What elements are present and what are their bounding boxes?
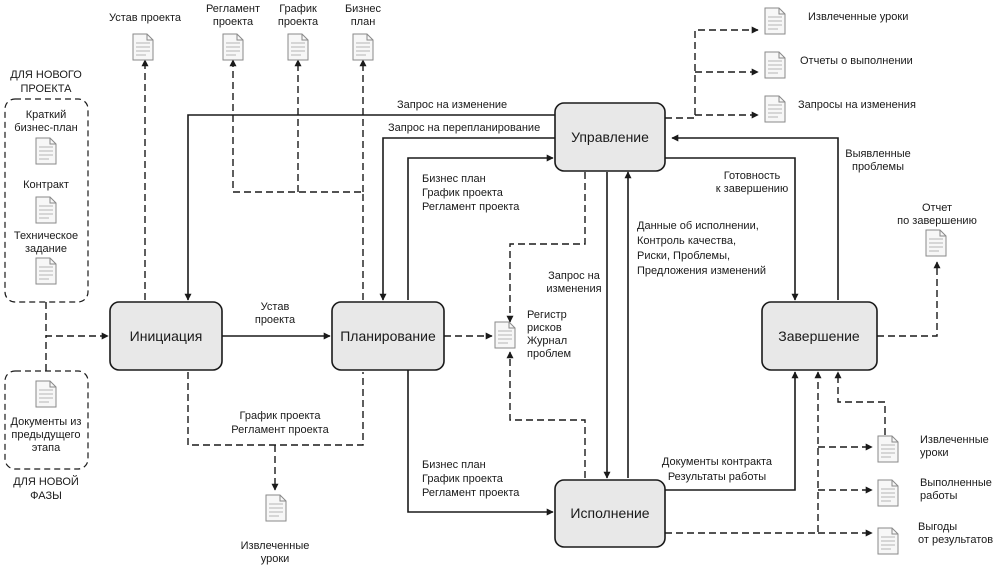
- initiation-label: Инициация: [130, 328, 203, 344]
- works-label-line-2: работы: [920, 490, 957, 502]
- process-execution[interactable]: Исполнение: [554, 479, 666, 548]
- exec-data-label-line-2: Контроль качества,: [637, 235, 736, 247]
- reports-label: Отчеты о выполнении: [800, 55, 913, 67]
- new-phase-label-line-1: ДЛЯ НОВОЙ: [13, 475, 79, 488]
- prev-docs-label-line-1: Документы из: [11, 416, 82, 428]
- lessons-bottom-label-line-2: уроки: [920, 447, 949, 459]
- bottom-lessons-doc-icon: [265, 494, 287, 522]
- schedule-doc-label-line-2: проекта: [278, 16, 319, 28]
- business-plan-doc-label-line-1: Бизнес: [345, 3, 382, 15]
- charter-doc-icon: [132, 33, 154, 61]
- new-project-group: [4, 98, 89, 303]
- spec-label-line-2: задание: [25, 243, 67, 255]
- register-label-line-3: Журнал: [527, 335, 567, 347]
- process-initiation[interactable]: Инициация: [109, 301, 223, 371]
- benefits-label-line-2: от результатов: [918, 534, 993, 546]
- closing-report-label-line-1: Отчет: [922, 202, 952, 214]
- reports-doc-icon: [764, 51, 786, 79]
- labels: ДЛЯ НОВОГО ПРОЕКТА ДЛЯ НОВОЙ ФАЗЫ Краткийбиз…: [10, 3, 993, 565]
- charter-flow-label-line-2: проекта: [255, 314, 296, 326]
- brief-plan-label-line-1: Краткий: [26, 109, 67, 121]
- register-doc-icon: [494, 321, 516, 349]
- planning-label: Планирование: [340, 328, 436, 344]
- business-plan-doc-icon: [352, 33, 374, 61]
- charter-flow-label-line-1: Устав: [261, 301, 290, 313]
- prev-docs-label-line-3: этапа: [32, 442, 61, 454]
- solid-flows: [184, 114, 839, 516]
- register-label-line-2: рисков: [527, 322, 562, 334]
- issues-label-line-2: проблемы: [852, 161, 904, 173]
- spec-label-line-1: Техническое: [14, 230, 78, 242]
- issues-label-line-1: Выявленные: [845, 148, 911, 160]
- contract-docs-label-line-1: Документы контракта: [662, 456, 773, 468]
- benefits-label-line-1: Выгоды: [918, 521, 957, 533]
- plan-to-mgmt-label-line-1: Бизнес план: [422, 173, 486, 185]
- works-label-line-1: Выполненные: [920, 477, 992, 489]
- schedule-doc-icon: [287, 33, 309, 61]
- bottom-lessons-label-line-2: уроки: [261, 553, 290, 565]
- replan-request-label: Запрос на перепланирование: [388, 122, 540, 134]
- prev-docs-doc-icon: [35, 380, 57, 408]
- exec-data-label-line-3: Риски, Проблемы,: [637, 250, 730, 262]
- closing-label: Завершение: [778, 328, 860, 344]
- bottom-lessons-label-line-1: Извлеченные: [241, 540, 310, 552]
- regulations-doc-label-line-1: Регламент: [206, 3, 260, 15]
- exec-data-label-line-1: Данные об исполнении,: [637, 220, 759, 232]
- regulations-doc-icon: [222, 33, 244, 61]
- change-request-label: Запрос на изменение: [397, 99, 507, 111]
- charter-doc-label: Устав проекта: [109, 12, 182, 24]
- contract-label: Контракт: [23, 179, 69, 191]
- changes-request-label-line-1: Запрос на: [548, 270, 601, 282]
- plan-to-exec-label-line-3: Регламент проекта: [422, 487, 520, 499]
- lessons-bottom-doc-icon: [877, 435, 899, 463]
- register-label-line-1: Регистр: [527, 309, 567, 321]
- execution-label: Исполнение: [570, 505, 649, 521]
- lessons-bottom-label-line-1: Извлеченные: [920, 434, 989, 446]
- lessons-top-doc-icon: [764, 7, 786, 35]
- changes-request-label-line-2: изменения: [546, 283, 601, 295]
- change-requests-label: Запросы на изменения: [798, 99, 916, 111]
- new-project-label-line-2: ПРОЕКТА: [21, 83, 73, 95]
- closing-report-label-line-2: по завершению: [897, 215, 977, 227]
- contract-doc-icon: [35, 196, 57, 224]
- brief-plan-label-line-2: бизнес-план: [14, 122, 77, 134]
- benefits-doc-icon: [877, 527, 899, 555]
- spec-doc-icon: [35, 257, 57, 285]
- plan-to-exec-label-line-2: График проекта: [422, 473, 504, 485]
- plan-to-exec-label-line-1: Бизнес план: [422, 459, 486, 471]
- init-to-lessons-label-line-2: Регламент проекта: [231, 424, 329, 436]
- process-management[interactable]: Управление: [554, 102, 666, 172]
- process-closing[interactable]: Завершение: [761, 301, 878, 371]
- contract-docs-label-line-2: Результаты работы: [668, 471, 766, 483]
- closing-report-doc-icon: [925, 229, 947, 257]
- management-label: Управление: [571, 129, 649, 145]
- regulations-doc-label-line-2: проекта: [213, 16, 254, 28]
- plan-to-mgmt-label-line-2: График проекта: [422, 187, 504, 199]
- brief-plan-doc-icon: [35, 137, 57, 165]
- process-planning[interactable]: Планирование: [331, 301, 445, 371]
- lessons-top-label: Извлеченные уроки: [808, 11, 908, 23]
- ready-close-label-line-2: к завершению: [716, 183, 788, 195]
- dashed-flows: [45, 26, 941, 537]
- init-to-lessons-label-line-1: График проекта: [240, 410, 322, 422]
- change-requests-doc-icon: [764, 95, 786, 123]
- new-phase-label-line-2: ФАЗЫ: [30, 490, 62, 502]
- register-label-line-4: проблем: [527, 348, 571, 360]
- business-plan-doc-label-line-2: план: [351, 16, 376, 28]
- ready-close-label-line-1: Готовность: [724, 170, 781, 182]
- new-project-label-line-1: ДЛЯ НОВОГО: [10, 69, 82, 81]
- schedule-doc-label-line-1: График: [279, 3, 317, 15]
- exec-data-label-line-4: Предложения изменений: [637, 265, 766, 277]
- works-doc-icon: [877, 479, 899, 507]
- prev-docs-label-line-2: предыдущего: [11, 429, 80, 441]
- plan-to-mgmt-label-line-3: Регламент проекта: [422, 201, 520, 213]
